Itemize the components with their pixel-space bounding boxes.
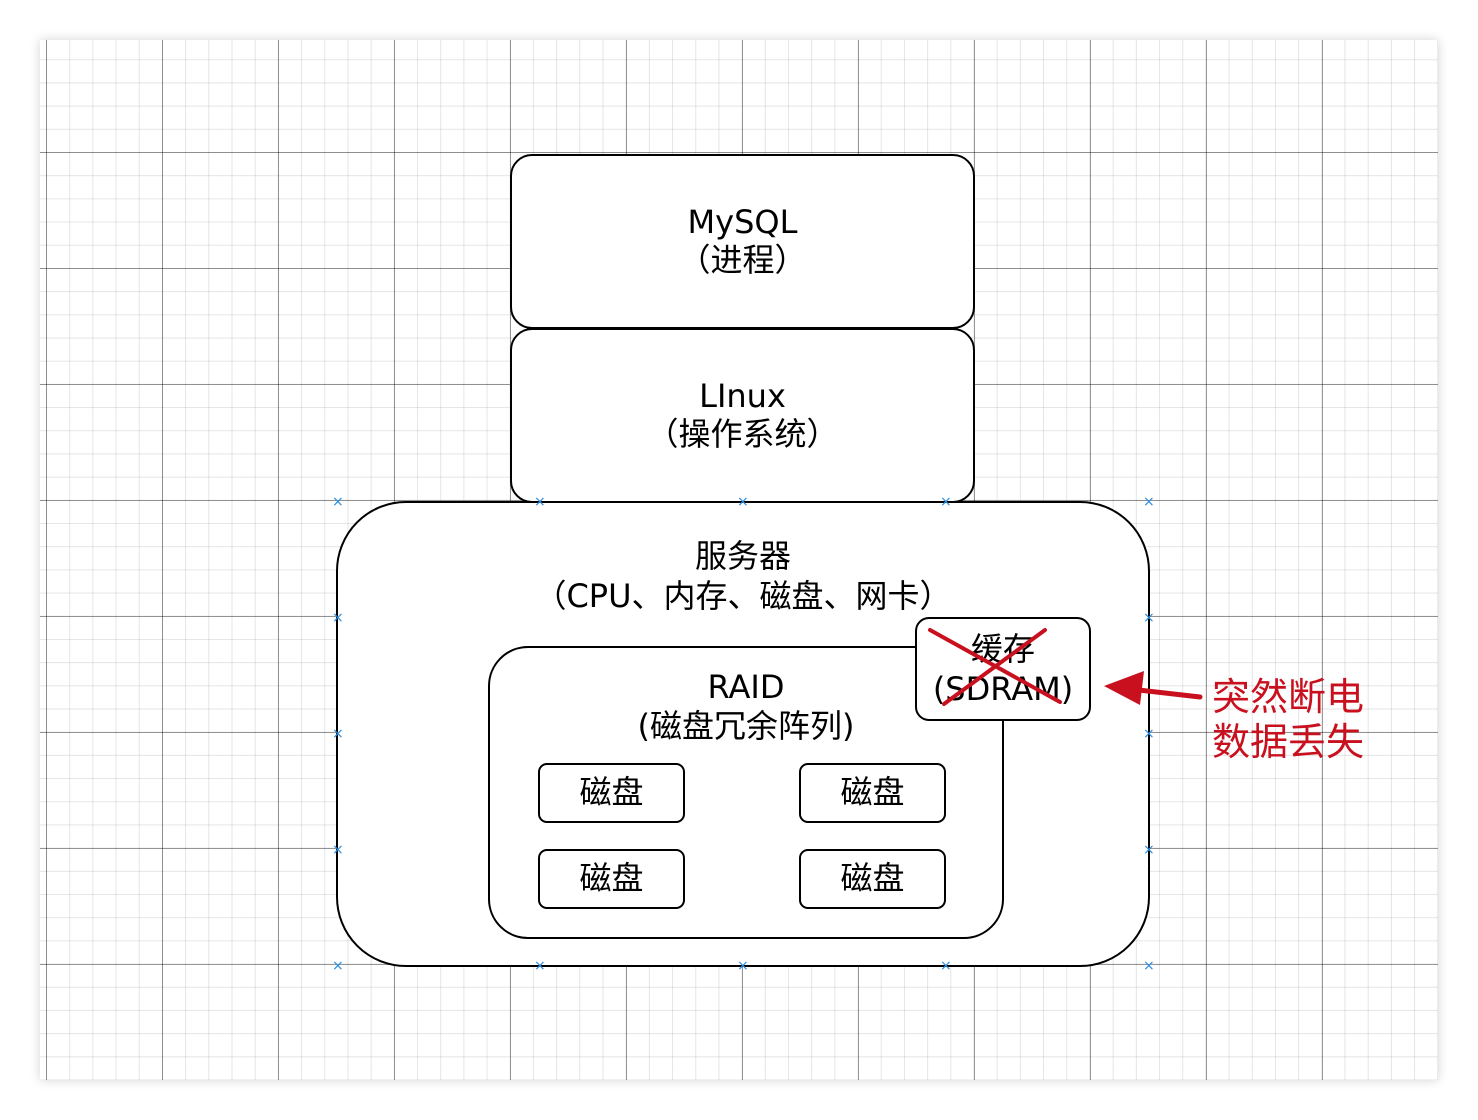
server-title: 服务器 [694,537,791,575]
selection-handle-icon[interactable]: × [332,610,344,626]
disk-label: 磁盘 [579,859,644,898]
selection-handle-icon[interactable]: × [940,494,952,510]
linux-title: LInux [699,376,786,415]
selection-handle-icon[interactable]: × [1143,842,1155,858]
selection-handle-icon[interactable]: × [332,726,344,742]
disk-label: 磁盘 [840,773,905,812]
selection-handle-icon[interactable]: × [737,494,749,510]
selection-handle-icon[interactable]: × [332,494,344,510]
selection-handle-icon[interactable]: × [332,842,344,858]
cache-title: 缓存 [970,630,1035,668]
selection-handle-icon[interactable]: × [534,494,546,510]
mysql-title: MySQL [687,202,798,241]
selection-handle-icon[interactable]: × [940,958,952,974]
raid-subtitle: (磁盘冗余阵列) [637,707,855,746]
selection-handle-icon[interactable]: × [1143,494,1155,510]
disk-box-3[interactable]: 磁盘 [538,849,685,909]
annotation-line-1: 突然断电 [1212,675,1365,719]
selection-handle-icon[interactable]: × [737,958,749,974]
server-subtitle: （CPU、内存、磁盘、网卡） [534,577,952,615]
disk-box-1[interactable]: 磁盘 [538,763,685,823]
cache-subtitle: (SDRAM) [932,670,1074,708]
selection-handle-icon[interactable]: × [1143,726,1155,742]
raid-title: RAID [707,668,785,706]
disk-box-4[interactable]: 磁盘 [799,849,946,909]
mysql-subtitle: （进程） [678,240,807,279]
disk-box-2[interactable]: 磁盘 [799,763,946,823]
selection-handle-icon[interactable]: × [1143,958,1155,974]
raid-label: RAID (磁盘冗余阵列) [488,668,1004,746]
power-loss-annotation: 突然断电 数据丢失 [1212,675,1364,765]
annotation-line-2: 数据丢失 [1212,719,1365,764]
selection-handle-icon[interactable]: × [332,958,344,974]
server-label: 服务器 （CPU、内存、磁盘、网卡） [336,536,1150,616]
selection-handle-icon[interactable]: × [1143,610,1155,626]
linux-subtitle: （操作系统） [646,414,839,453]
disk-label: 磁盘 [579,773,644,812]
mysql-process-box[interactable]: MySQL （进程） [510,154,975,329]
linux-os-box[interactable]: LInux （操作系统） [510,328,975,503]
selection-handle-icon[interactable]: × [534,958,546,974]
cache-box[interactable]: 缓存 (SDRAM) [915,617,1091,721]
disk-label: 磁盘 [840,859,905,898]
